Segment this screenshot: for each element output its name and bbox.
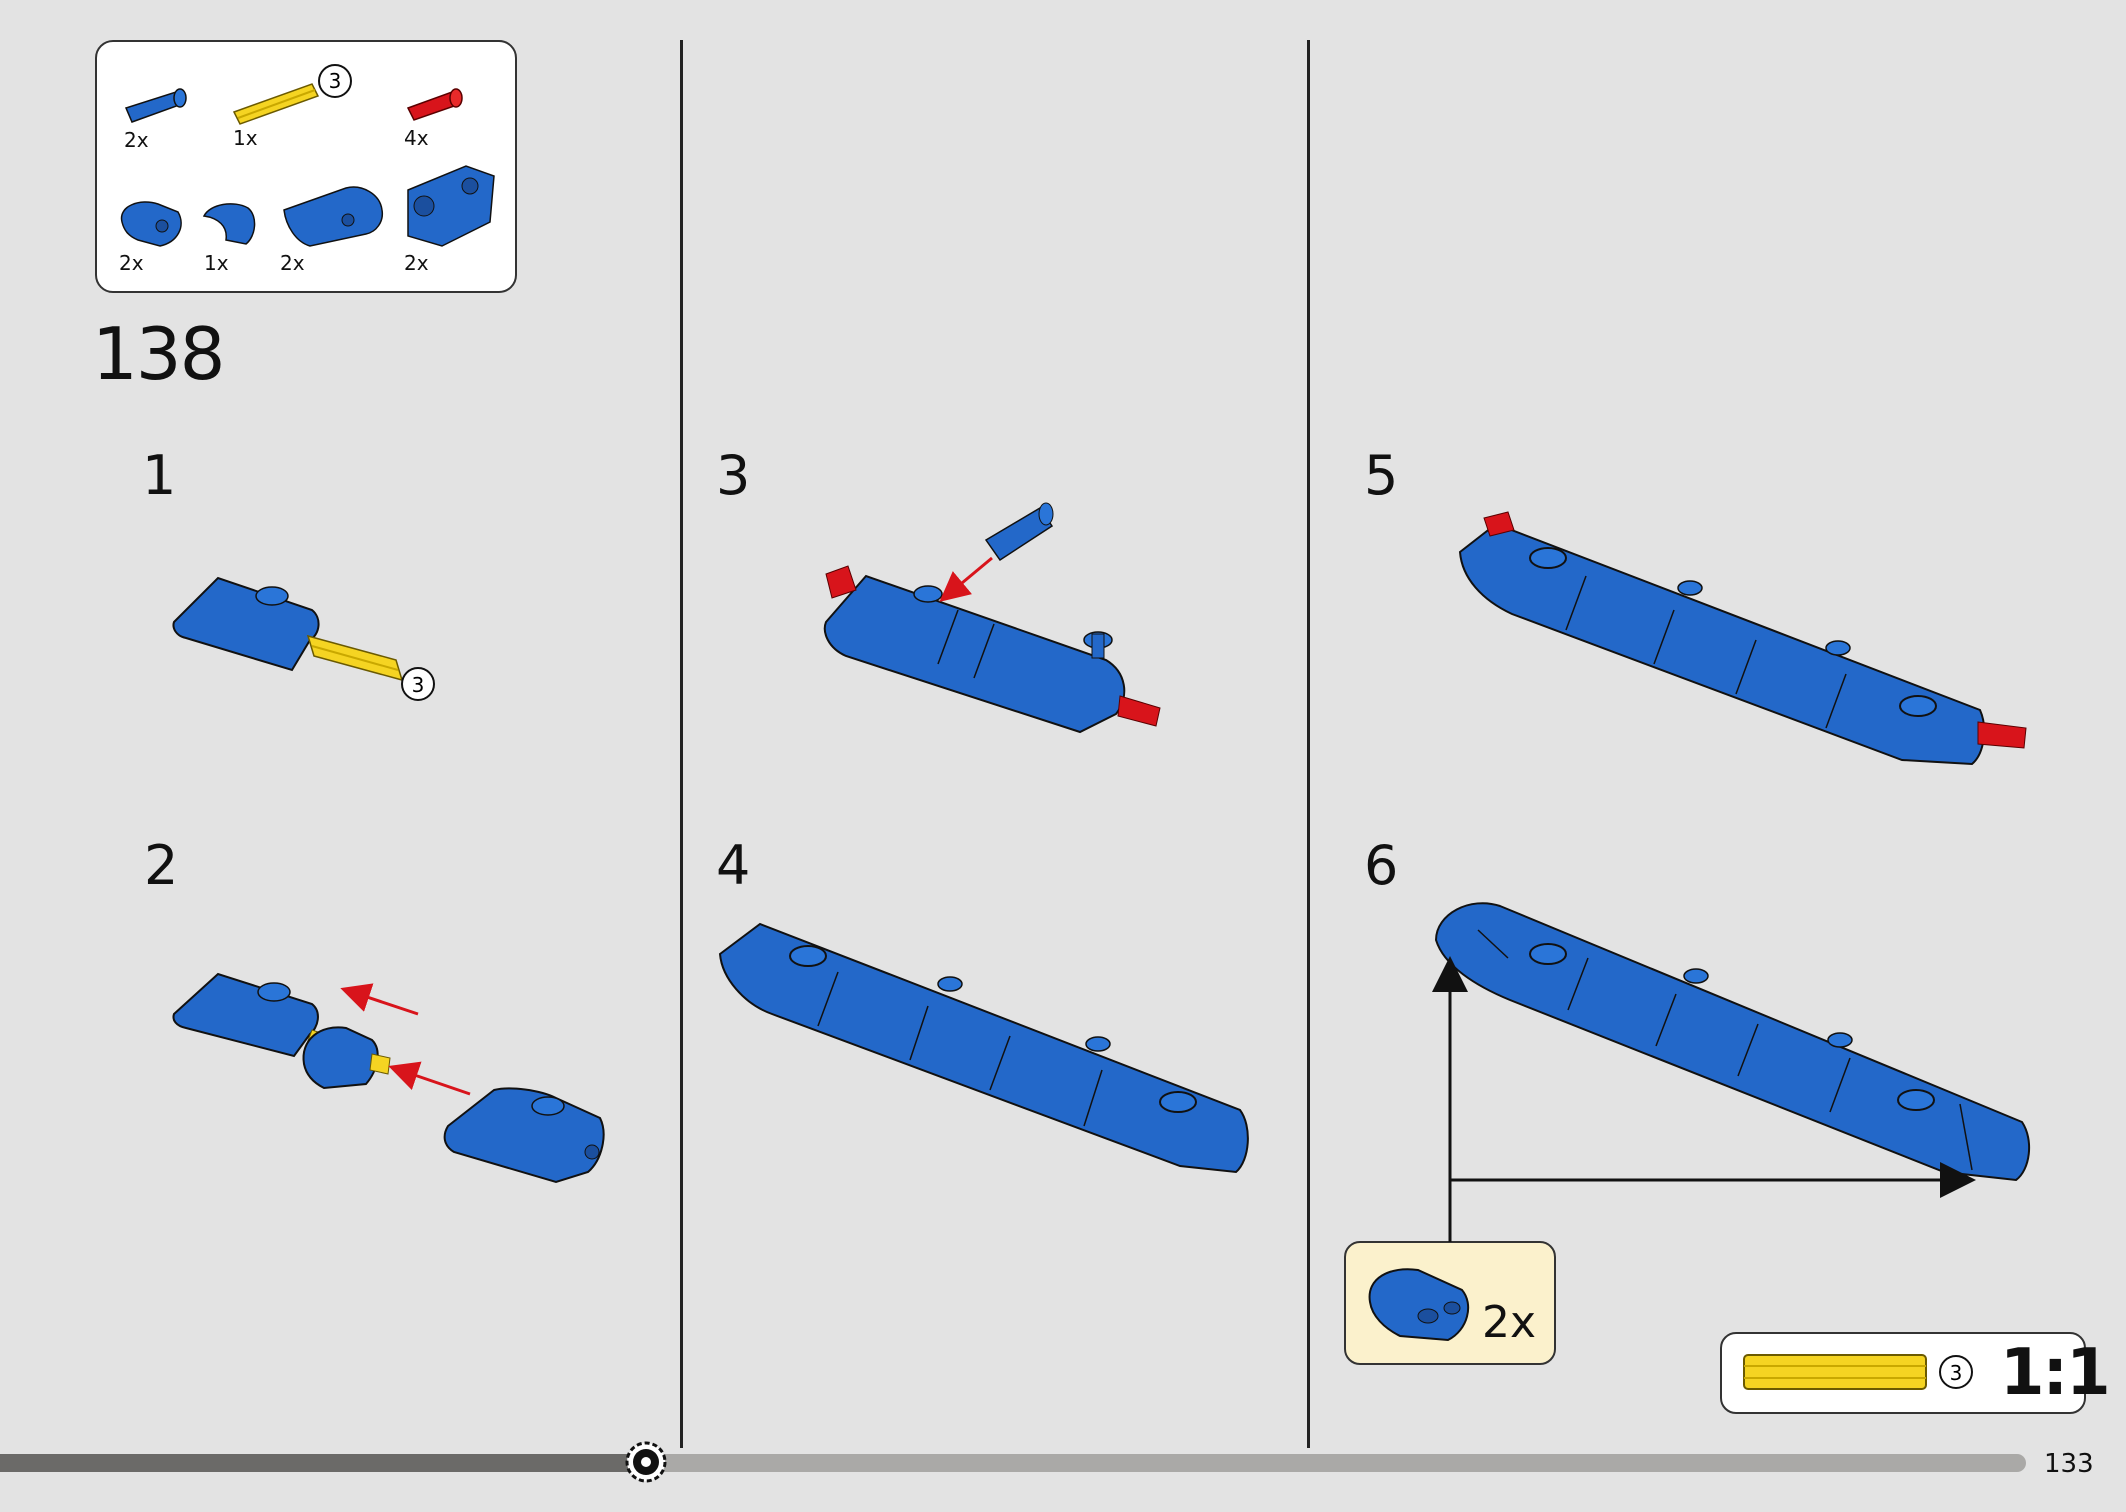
step4-assembly <box>718 922 1249 1174</box>
scale-badge-text: 3 <box>1950 1361 1963 1385</box>
part-qty-long-panel: 2x <box>280 251 305 275</box>
blue-curved-panel-long-icon <box>283 186 384 247</box>
sub-step-1: 1 <box>142 444 177 507</box>
part-qty-angled-connector: 2x <box>404 251 429 275</box>
sub-step-5: 5 <box>1364 444 1399 507</box>
parts-list-box <box>95 40 517 293</box>
blue-double-cross-block-icon <box>120 201 182 247</box>
scale-label: 1:1 <box>2000 1336 2111 1410</box>
part-qty-blue-pin: 2x <box>124 128 149 152</box>
sub-step-2: 2 <box>144 834 179 897</box>
length-badge-text: 3 <box>329 69 342 93</box>
step1-assembly: 3 <box>172 576 435 701</box>
yellow-axle-3-icon <box>232 83 320 125</box>
step5-assembly <box>1458 511 2027 766</box>
gear-icon <box>625 1441 667 1483</box>
callout-part-icon <box>1368 1268 1470 1342</box>
scale-length-badge: 3 <box>1939 1355 1973 1389</box>
step6-assembly <box>1432 902 2031 1242</box>
column-divider <box>1307 40 1310 1448</box>
sub-step-4: 4 <box>716 834 751 897</box>
step1-length-badge-text: 3 <box>412 673 425 697</box>
red-axle-pin-icon <box>406 88 463 121</box>
callout-qty: 2x <box>1482 1297 1537 1348</box>
step2-assembly <box>172 972 605 1184</box>
step1-length-badge <box>401 667 435 701</box>
scale-axle-icon <box>1743 1354 1927 1390</box>
part-qty-small-panel: 1x <box>204 251 229 275</box>
column-divider <box>680 40 683 1448</box>
part-qty-yellow-axle: 1x <box>233 126 258 150</box>
sub-step-6: 6 <box>1364 834 1399 897</box>
length-badge-3: 3 <box>318 64 352 98</box>
blue-friction-pin-icon <box>124 88 187 123</box>
main-step-number: 138 <box>92 312 225 396</box>
page-number: 133 <box>2044 1449 2094 1479</box>
blue-angled-connector-icon <box>407 165 495 247</box>
step3-assembly <box>823 502 1161 734</box>
part-qty-double-block: 2x <box>119 251 144 275</box>
blue-curved-panel-small-icon <box>202 203 256 245</box>
sub-step-3: 3 <box>716 444 751 507</box>
part-qty-red-pin: 4x <box>404 126 429 150</box>
progress-fill <box>0 1454 648 1472</box>
